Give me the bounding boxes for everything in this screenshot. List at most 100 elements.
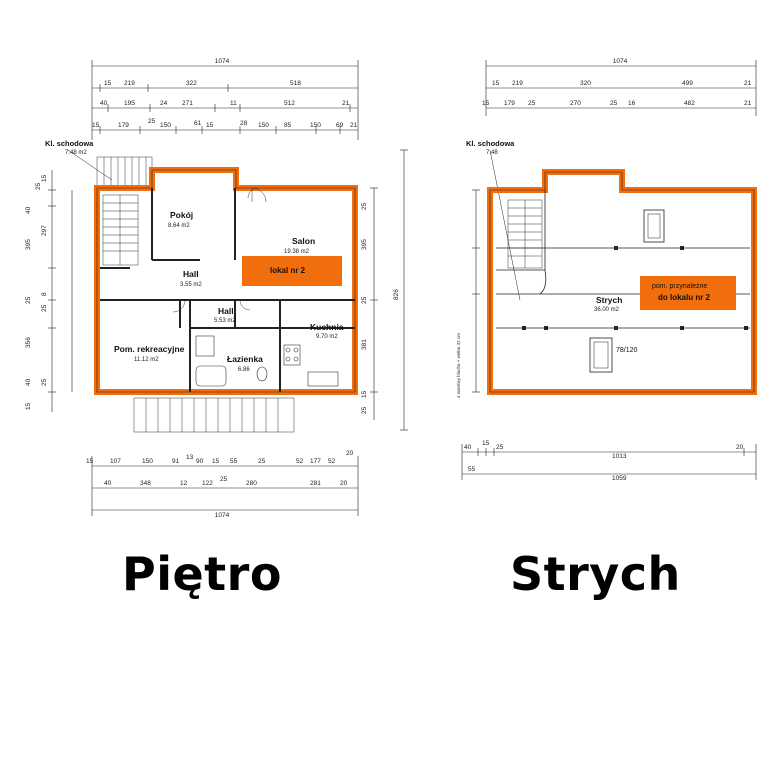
svg-text:61: 61 <box>194 120 202 127</box>
floor-unit-highlight <box>242 256 342 286</box>
svg-text:19.38 m2: 19.38 m2 <box>284 249 310 255</box>
svg-text:179: 179 <box>504 100 515 107</box>
svg-text:Pokój: Pokój <box>170 210 193 220</box>
floor-left-dim-labels: 40 25 15 297 395 25 8 25 356 40 25 15 <box>25 174 48 410</box>
floor-bottom-dimensions <box>91 456 359 516</box>
svg-text:25: 25 <box>25 296 32 304</box>
svg-text:348: 348 <box>140 480 151 487</box>
attic-plan: 1074 15 219 320 499 21 15 179 25 270 25 … <box>456 58 757 482</box>
attic-stair <box>507 199 543 269</box>
attic-top-row1-labels: 15 219 320 499 21 <box>492 80 752 87</box>
svg-text:9.70 m2: 9.70 m2 <box>316 334 338 340</box>
floor-right-dim-labels: 25 395 25 381 15 25 826 <box>361 202 400 414</box>
svg-text:Hall: Hall <box>218 306 234 316</box>
svg-text:122: 122 <box>202 480 213 487</box>
svg-text:15: 15 <box>206 122 214 129</box>
svg-text:85: 85 <box>284 122 292 129</box>
svg-text:15: 15 <box>212 458 220 465</box>
svg-text:11.12 m2: 11.12 m2 <box>134 357 159 363</box>
svg-text:270: 270 <box>570 100 581 107</box>
svg-text:40: 40 <box>25 378 32 386</box>
floor-top-overall: 1074 <box>215 58 230 65</box>
attic-caption: Strych <box>510 547 681 601</box>
svg-text:21: 21 <box>350 122 358 129</box>
floor-room-pokoj: Pokój 8.64 m2 <box>168 210 193 229</box>
attic-beams <box>522 246 748 330</box>
attic-roof-window-lower <box>589 337 613 373</box>
svg-text:21: 21 <box>744 100 752 107</box>
svg-text:512: 512 <box>284 100 295 107</box>
svg-text:40: 40 <box>100 100 108 107</box>
svg-text:179: 179 <box>118 122 129 129</box>
svg-text:16: 16 <box>628 100 636 107</box>
svg-text:25: 25 <box>528 100 536 107</box>
svg-text:15: 15 <box>492 80 500 87</box>
floor-room-kuchnia: Kuchnia 9.70 m2 <box>310 322 344 340</box>
attic-top-dimensions <box>485 60 757 116</box>
svg-text:25: 25 <box>361 202 368 210</box>
svg-text:177: 177 <box>310 458 321 465</box>
svg-text:11: 11 <box>230 100 237 107</box>
attic-window-label: 78/120 <box>616 347 638 354</box>
svg-text:15: 15 <box>41 174 48 182</box>
svg-text:40: 40 <box>104 480 112 487</box>
svg-text:5.53 m2: 5.53 m2 <box>214 318 236 324</box>
svg-text:25: 25 <box>35 182 42 190</box>
svg-text:281: 281 <box>310 480 321 487</box>
floor-room-salon: Salon 19.38 m2 <box>284 236 315 255</box>
floor-top-row1-labels: 15 219 322 518 <box>104 80 301 87</box>
svg-text:Kuchnia: Kuchnia <box>310 322 344 332</box>
svg-text:15: 15 <box>86 458 94 465</box>
svg-text:395: 395 <box>361 239 368 250</box>
svg-text:219: 219 <box>512 80 523 87</box>
floor-unit-label: lokal nr 2 <box>270 266 306 275</box>
attic-stair-label: Kl. schodowa <box>466 139 515 148</box>
svg-text:52: 52 <box>296 458 304 465</box>
floor-room-hall-1: Hall 3.55 m2 <box>180 269 202 288</box>
svg-text:20: 20 <box>736 444 744 451</box>
svg-text:107: 107 <box>110 458 121 465</box>
floor-top-dimensions <box>91 60 359 140</box>
svg-text:381: 381 <box>361 339 368 350</box>
svg-text:320: 320 <box>580 80 591 87</box>
svg-text:25: 25 <box>610 100 618 107</box>
svg-text:21: 21 <box>744 80 752 87</box>
floor-interior-walls <box>100 188 355 392</box>
floor-stair-label: Kl. schodowa <box>45 139 94 148</box>
svg-text:52: 52 <box>328 458 336 465</box>
svg-text:20: 20 <box>340 480 348 487</box>
floor-top-row3-labels: 15 179 25 150 61 15 28 150 85 150 69 21 <box>92 118 358 129</box>
svg-text:150: 150 <box>142 458 153 465</box>
svg-text:826: 826 <box>393 289 400 300</box>
floor-top-row2-labels: 40 195 24 271 11 512 21 <box>100 100 350 107</box>
svg-text:15: 15 <box>104 80 112 87</box>
svg-text:25: 25 <box>361 406 368 414</box>
svg-text:40: 40 <box>25 206 32 214</box>
floor-left-dimensions <box>48 170 73 412</box>
svg-text:6.86: 6.86 <box>238 367 250 373</box>
svg-text:518: 518 <box>290 80 301 87</box>
svg-text:297: 297 <box>41 225 48 236</box>
svg-text:15: 15 <box>482 100 490 107</box>
svg-text:Strych: Strych <box>596 295 622 305</box>
svg-text:395: 395 <box>25 239 32 250</box>
svg-text:280: 280 <box>246 480 257 487</box>
floor-bottom-overall: 1074 <box>215 512 230 519</box>
svg-text:1059: 1059 <box>612 475 627 482</box>
svg-text:36.00 m2: 36.00 m2 <box>594 307 620 313</box>
floor-room-lazienka: Łazienka 6.86 <box>227 354 263 373</box>
svg-text:195: 195 <box>124 100 135 107</box>
floor-bottom-row2-labels: 40 348 12 122 25 280 281 20 <box>104 476 348 487</box>
floor-balcony-grid <box>133 397 295 433</box>
svg-text:482: 482 <box>684 100 695 107</box>
floor-caption: Piętro <box>122 547 282 601</box>
floor-doors <box>172 187 267 313</box>
svg-text:25: 25 <box>41 378 48 386</box>
attic-roof-window-upper <box>643 209 665 243</box>
attic-assignment-highlight <box>640 276 736 310</box>
svg-text:25: 25 <box>496 444 504 451</box>
svg-text:28: 28 <box>240 120 248 127</box>
svg-text:90: 90 <box>196 458 204 465</box>
svg-text:322: 322 <box>186 80 197 87</box>
svg-text:24: 24 <box>160 100 168 107</box>
